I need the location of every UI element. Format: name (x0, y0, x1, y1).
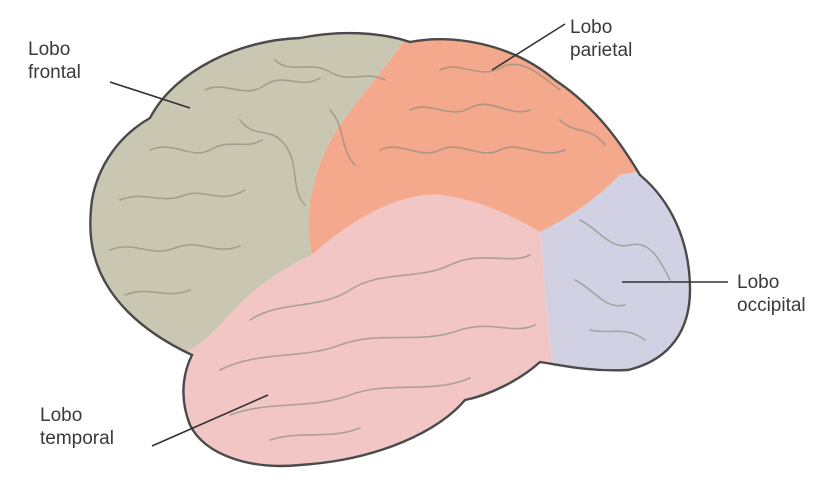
label-frontal-lobe: Lobo frontal (28, 38, 81, 84)
label-occipital-line2: occipital (737, 294, 806, 317)
label-parietal-lobe: Lobo parietal (570, 16, 632, 62)
label-frontal-line1: Lobo (28, 38, 81, 61)
label-parietal-line2: parietal (570, 39, 632, 62)
label-temporal-line2: temporal (40, 427, 114, 450)
label-parietal-line1: Lobo (570, 16, 632, 39)
label-occipital-line1: Lobo (737, 271, 806, 294)
label-occipital-lobe: Lobo occipital (737, 271, 806, 317)
label-frontal-line2: frontal (28, 61, 81, 84)
label-temporal-lobe: Lobo temporal (40, 404, 114, 450)
label-temporal-line1: Lobo (40, 404, 114, 427)
